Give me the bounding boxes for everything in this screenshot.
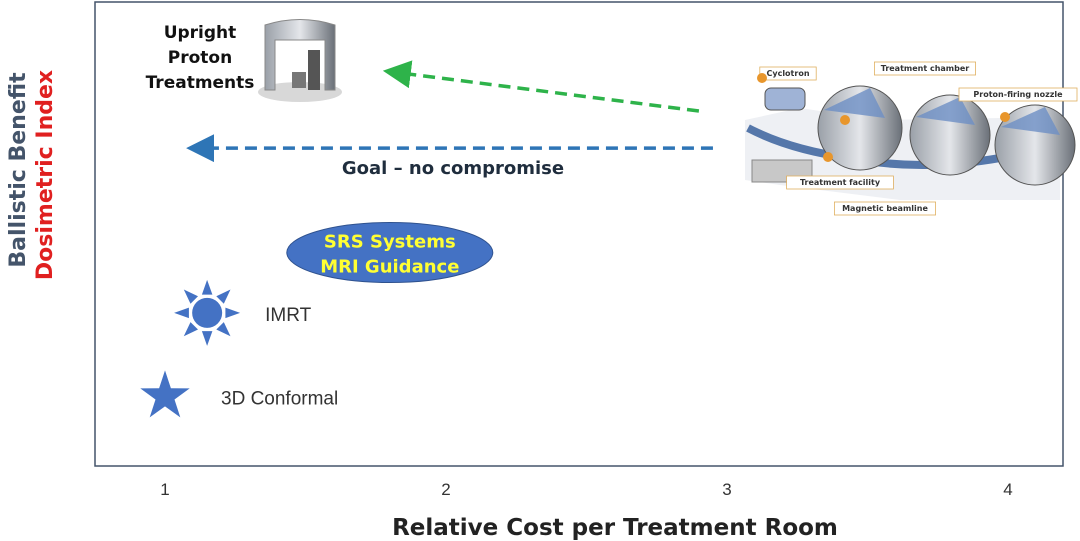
facility-callout-box: [958, 87, 1078, 102]
facility-cyclotron: [764, 87, 806, 111]
x-tick-label: 4: [1003, 480, 1012, 499]
facility-callout: Cyclotron: [766, 69, 809, 78]
sun-ray: [201, 279, 213, 295]
region-label: SRS Systems: [324, 232, 456, 253]
sun-marker: [192, 297, 223, 328]
upright-machine-gantry: [264, 19, 336, 91]
upright-label: Upright: [164, 23, 237, 43]
star-marker: [140, 370, 190, 418]
facility-callout-box: [874, 61, 977, 76]
upright-arrow: [382, 60, 700, 113]
sun-ray: [216, 289, 231, 304]
facility-callout-box: [834, 201, 937, 216]
x-tick-label: 3: [722, 480, 731, 499]
sun-ray: [183, 322, 198, 337]
x-tick-label: 1: [160, 480, 169, 499]
facility-callout: Proton-firing nozzle: [973, 90, 1063, 99]
upright-machine-column: [308, 50, 320, 90]
x-axis-label: Relative Cost per Treatment Room: [392, 515, 838, 541]
point-label: IMRT: [265, 305, 311, 326]
upright-label: Treatments: [146, 73, 255, 93]
sun-ray: [183, 289, 198, 304]
facility-number-badge: [823, 152, 833, 162]
facility-callout: Treatment chamber: [881, 64, 970, 73]
facility-gantry-detail: [1001, 107, 1060, 135]
upright-machine-chair: [292, 72, 306, 88]
sun-ray: [174, 307, 189, 319]
facility-callout-box: [786, 175, 894, 190]
facility-number-badge: [757, 73, 767, 83]
point-label: 3D Conformal: [221, 388, 338, 409]
upright-machine-base: [258, 82, 342, 102]
y-axis-label-1: Ballistic Benefit: [6, 72, 31, 268]
facility-number-badge: [840, 115, 850, 125]
goal-label: Goal – no compromise: [342, 158, 564, 179]
y-axis-label-2: Dosimetric Index: [33, 70, 58, 280]
facility-gantry-detail: [824, 88, 885, 118]
facility-callout: Magnetic beamline: [842, 204, 928, 213]
plot-area: [94, 1, 1064, 467]
upright-label: Proton: [168, 48, 232, 68]
sun-ray: [201, 331, 213, 346]
sun-ray: [225, 307, 241, 319]
srs-mri-ellipse: [286, 222, 494, 284]
x-tick-label: 2: [441, 480, 450, 499]
facility-callout: Treatment facility: [800, 178, 881, 187]
facility-number-badge: [1000, 112, 1010, 122]
region-label: MRI Guidance: [320, 257, 459, 278]
facility-callout-box: [759, 66, 817, 81]
sun-ray: [216, 322, 231, 337]
facility-gantry-detail: [916, 97, 975, 125]
